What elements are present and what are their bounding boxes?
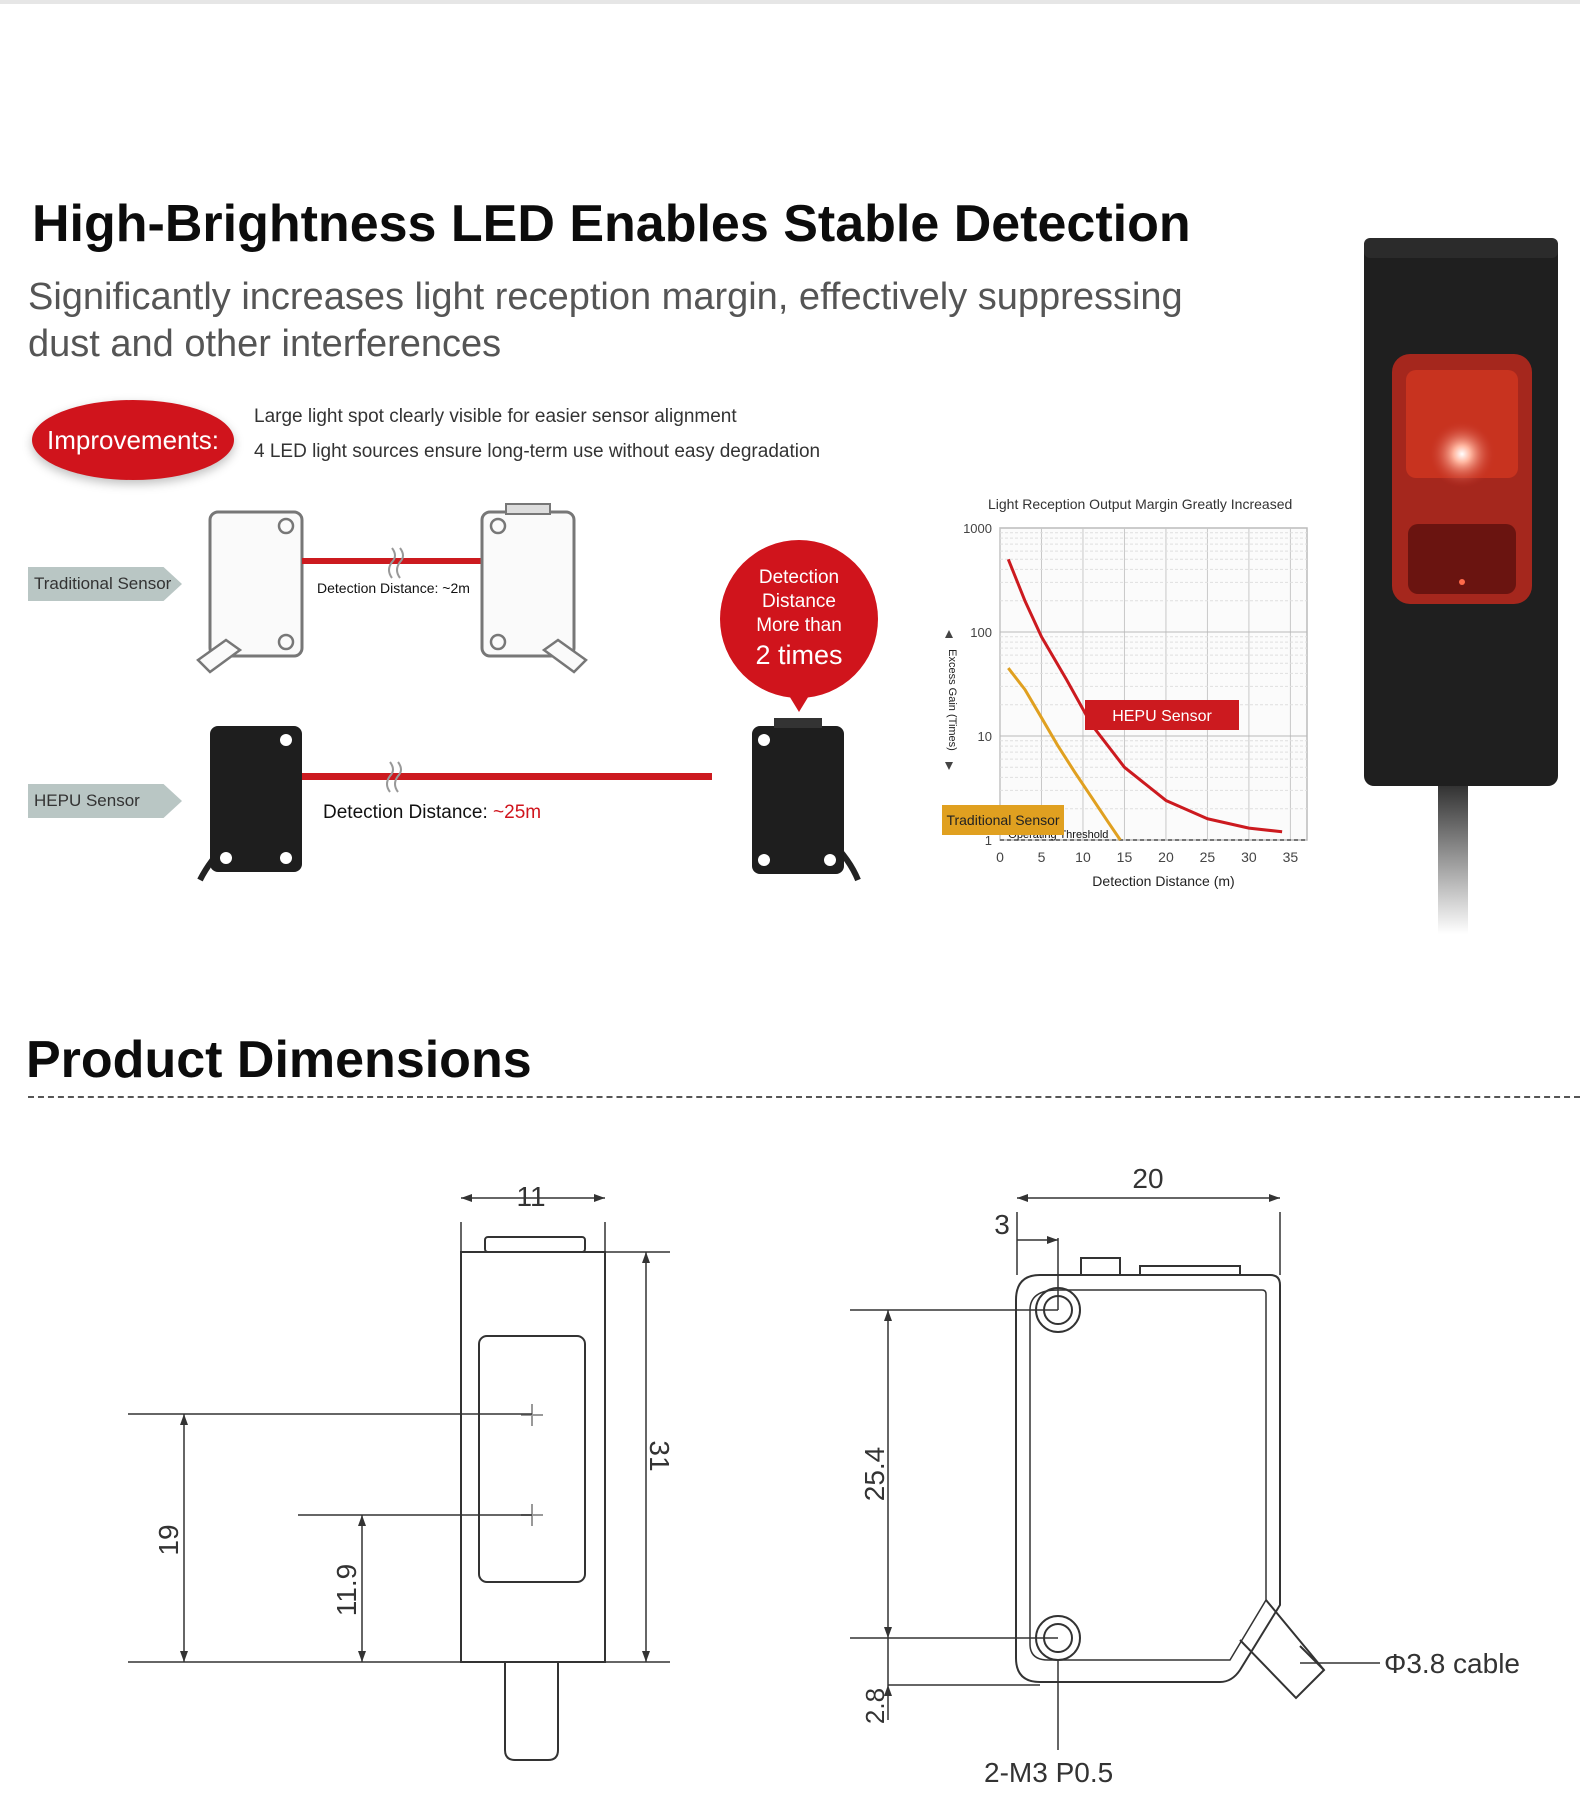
chart-x-tick-label: 15: [1117, 849, 1133, 865]
front-view-drawing: [128, 1197, 670, 1761]
chart-y-axis-label: Excess Gain (Times): [946, 649, 958, 751]
chart-x-tick-label: 30: [1241, 849, 1257, 865]
chart-x-tick-label: 5: [1038, 849, 1046, 865]
detection-distance-bubble: Detection Distance More than 2 times: [720, 540, 878, 698]
bubble-line-2: Distance: [762, 591, 836, 612]
traditional-sensor-left-image: [196, 510, 304, 674]
chart-y-tick-label: 1000: [963, 521, 992, 536]
chart-y-axis-arrow-down: [945, 762, 953, 770]
side-view-drawing: [850, 1197, 1380, 1750]
improvements-label: Improvements:: [47, 424, 219, 455]
improvement-bullet-1: Large light spot clearly visible for eas…: [254, 406, 737, 427]
mount-spec-label: 2-M3 P0.5: [984, 1757, 1113, 1788]
improvement-bullet-2: 4 LED light sources ensure long-term use…: [254, 441, 821, 462]
chart-plot-area: [999, 527, 1308, 841]
chart-x-axis-label: Detection Distance (m): [1092, 873, 1234, 889]
traditional-distance-text: Detection Distance: ~2m: [317, 580, 470, 596]
cable-spec-label: Φ3.8 cable: [1384, 1648, 1520, 1679]
hepu-sensor-right-image: [752, 718, 861, 882]
chart-x-tick-label: 25: [1200, 849, 1216, 865]
chart-series-line-1: [1006, 558, 1283, 834]
dim-side-bottom: 2.8: [860, 1688, 890, 1724]
gain-chart: 051015202530351000100101Operating Thresh…: [942, 521, 1308, 889]
traditional-sensor-right-image: [480, 503, 588, 674]
chart-legend-traditional-box: [942, 805, 1064, 835]
hepu-beam-line: [302, 773, 712, 780]
traditional-sensor-label: Traditional Sensor: [28, 567, 182, 601]
bubble-pointer: [788, 694, 810, 712]
sensor-comparison-illustration: [196, 503, 861, 882]
hepu-distance-text: Detection Distance: ~25m: [323, 802, 541, 824]
chart-series-line-2: [1007, 667, 1122, 841]
chart-y-tick-label: 10: [978, 729, 992, 744]
section-subtitle: Significantly increases light reception …: [28, 276, 1183, 365]
dim-front-width: 11: [516, 1181, 545, 1212]
dim-front-19: 19: [153, 1524, 184, 1555]
dim-side-width: 20: [1132, 1163, 1163, 1194]
side-view-arrows: [884, 1194, 1280, 1696]
bubble-line-4: 2 times: [755, 640, 843, 670]
top-divider: [0, 0, 1580, 4]
dim-side-offset: 3: [994, 1209, 1010, 1240]
dimension-drawings: 11 31 19 11.9 20 3 25.4 2.8 Φ3.8 cable 2…: [128, 1163, 1520, 1788]
chart-y-tick-label: 1: [985, 833, 992, 848]
bubble-line-1: Detection: [758, 567, 840, 588]
chart-x-tick-label: 0: [996, 849, 1004, 865]
chart-title: Light Reception Output Margin Greatly In…: [988, 496, 1293, 512]
dimensions-dashed-rule: [28, 1096, 1580, 1098]
chart-legend-hepu-box: [1085, 700, 1239, 730]
bubble-line-3: More than: [756, 615, 842, 636]
section-title: High-Brightness LED Enables Stable Detec…: [32, 195, 1191, 253]
chart-x-tick-label: 10: [1075, 849, 1091, 865]
chart-x-tick-label: 20: [1158, 849, 1174, 865]
front-view-arrows: [180, 1194, 650, 1662]
dimensions-title: Product Dimensions: [26, 1031, 532, 1089]
chart-legend-hepu-label: HEPU Sensor: [1112, 708, 1212, 725]
hepu-distance-prefix: Detection Distance:: [323, 802, 494, 823]
hepu-sensor-label: HEPU Sensor: [28, 784, 182, 818]
hepu-sensor-left-image: [197, 726, 302, 882]
chart-x-tick-label: 35: [1283, 849, 1299, 865]
dim-front-11-9: 11.9: [331, 1564, 362, 1616]
chart-y-axis-arrow-up: [945, 630, 953, 638]
sensor-product-photo: [1364, 238, 1558, 934]
dim-front-height: 31: [644, 1440, 675, 1471]
chart-legend-traditional-label: Traditional Sensor: [946, 812, 1059, 828]
improvements-badge: Improvements:: [32, 400, 234, 480]
hepu-distance-value: ~25m: [493, 802, 542, 823]
chart-y-tick-label: 100: [970, 625, 992, 640]
dim-side-height: 25.4: [859, 1447, 890, 1502]
